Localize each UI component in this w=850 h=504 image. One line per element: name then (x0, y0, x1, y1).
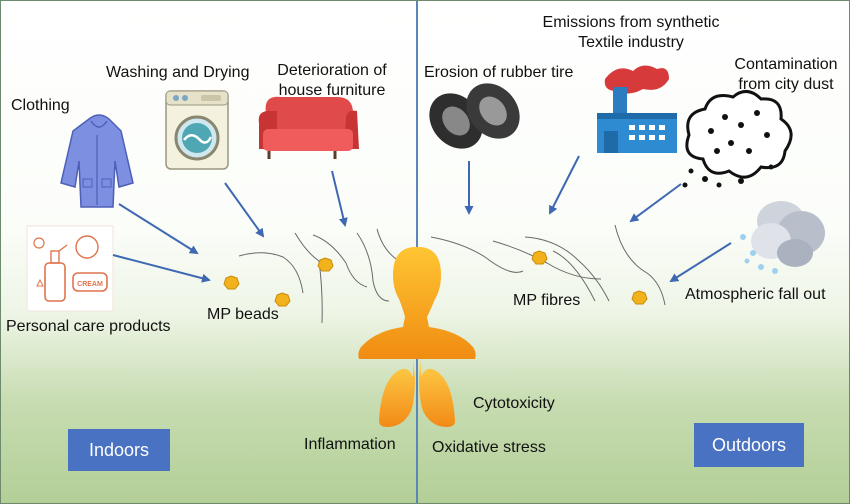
furniture-label-line1: Deterioration of (277, 62, 387, 79)
source-arrows (112, 155, 732, 283)
city-dust-label-line1: Contamination (734, 56, 838, 73)
tire-label: Erosion of rubber tire (424, 64, 574, 81)
furniture-label-line2: house furniture (278, 82, 386, 99)
jacket-icon (60, 114, 134, 208)
mp-beads-label: MP beads (207, 306, 279, 323)
dust-cloud-icon (682, 90, 793, 188)
textile-label: Emissions from synthetic Textile industr… (521, 13, 741, 53)
mp-fibres-label: MP fibres (513, 292, 581, 309)
cytotoxicity-label: Cytotoxicity (473, 395, 555, 412)
city-dust-label: Contamination from city dust (723, 55, 849, 95)
factory-icon (597, 65, 677, 153)
indoors-box: Indoors (68, 429, 170, 471)
furniture-label: Deterioration of house furniture (267, 61, 397, 101)
textile-label-line1: Emissions from synthetic (542, 14, 720, 31)
human-silhouette-icon (358, 247, 476, 427)
mp-beads (223, 250, 648, 307)
personal-care-label: Personal care products (6, 318, 171, 335)
inflammation-label: Inflammation (304, 436, 396, 453)
washing-machine-icon (165, 90, 229, 170)
personal-care-products-icon: CREAM (26, 225, 114, 312)
city-dust-label-line2: from city dust (738, 76, 834, 93)
rain-cloud-icon (740, 201, 825, 274)
cream-jar-label: CREAM (77, 281, 103, 288)
atmospheric-fallout-label: Atmospheric fall out (685, 286, 826, 303)
microplastic-fibres (238, 224, 666, 324)
outdoors-box: Outdoors (694, 423, 804, 467)
textile-label-line2: Textile industry (578, 34, 684, 51)
washing-drying-label: Washing and Drying (106, 64, 250, 81)
clothing-label: Clothing (11, 97, 70, 114)
oxidative-stress-label: Oxidative stress (432, 439, 546, 456)
tire-icon (429, 83, 520, 149)
sofa-icon (258, 96, 359, 159)
